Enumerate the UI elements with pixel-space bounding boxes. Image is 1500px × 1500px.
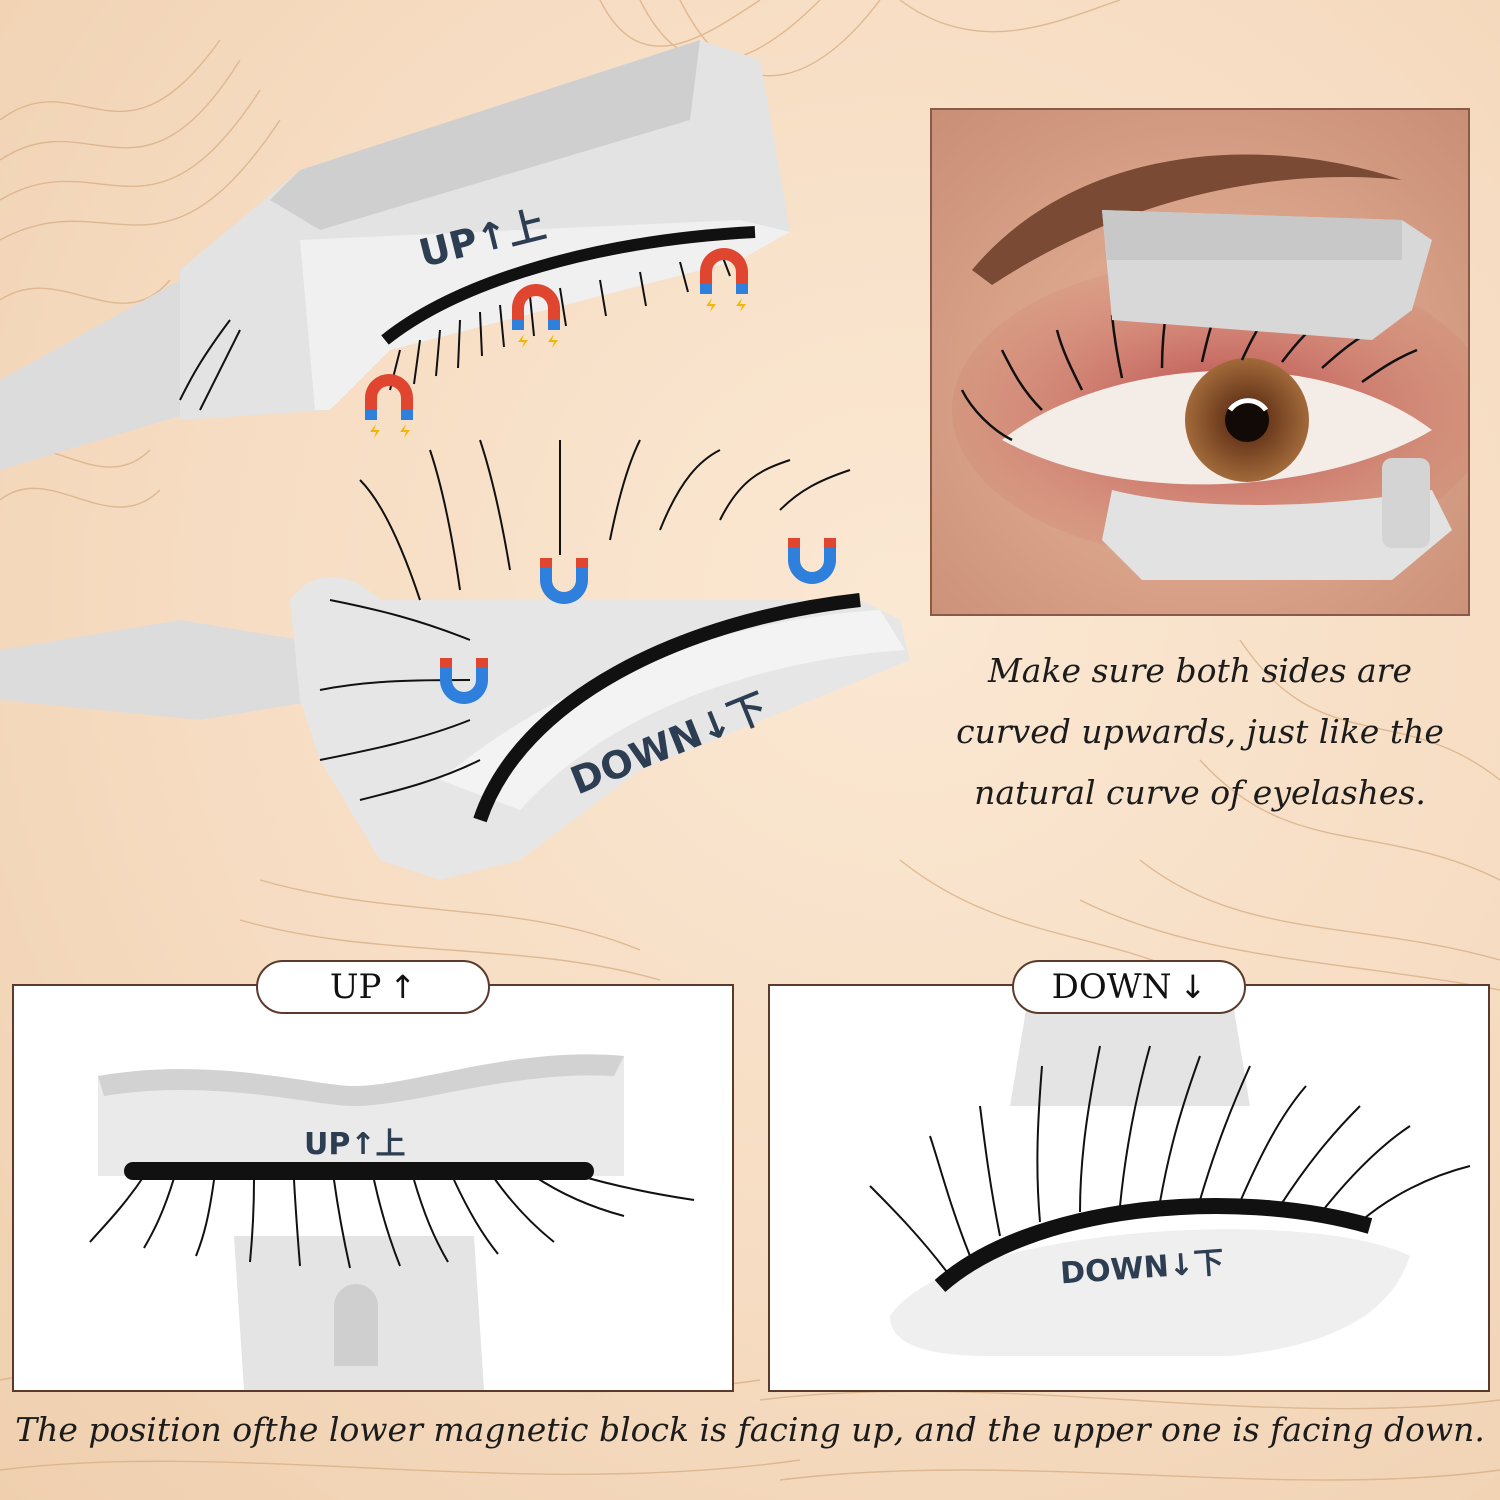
up-panel: UP↑上 bbox=[12, 984, 734, 1392]
up-tab: UP ↑ bbox=[256, 960, 490, 1014]
applicator-illustration: UP↑上 DOWN↓下 bbox=[0, 40, 910, 880]
down-tab: DOWN ↓ bbox=[1012, 960, 1246, 1014]
down-panel: DOWN↓下 bbox=[768, 984, 1490, 1392]
caption-line-1: Make sure both sides are bbox=[987, 651, 1412, 690]
down-tab-label: DOWN bbox=[1051, 967, 1172, 1007]
up-arrow-icon: ↑ bbox=[389, 968, 417, 1006]
up-panel-applicator-label: UP↑上 bbox=[304, 1127, 405, 1162]
instruction-caption: Make sure both sides are curved upwards,… bbox=[940, 640, 1460, 823]
eye-photo-illustration bbox=[932, 110, 1468, 614]
upper-applicator bbox=[0, 40, 790, 470]
lower-applicator bbox=[0, 439, 910, 880]
down-arrow-icon: ↓ bbox=[1179, 968, 1207, 1006]
magnet-icons bbox=[365, 248, 836, 704]
up-tab-label: UP bbox=[329, 967, 382, 1007]
up-applicator-illustration: UP↑上 bbox=[89, 1054, 695, 1390]
footer-caption: The position ofthe lower magnetic block … bbox=[15, 1410, 1485, 1449]
eye-photo bbox=[930, 108, 1470, 616]
down-applicator-illustration: DOWN↓下 bbox=[869, 986, 1471, 1356]
caption-line-2: curved upwards, just like the bbox=[956, 712, 1444, 751]
caption-line-3: natural curve of eyelashes. bbox=[974, 773, 1426, 812]
